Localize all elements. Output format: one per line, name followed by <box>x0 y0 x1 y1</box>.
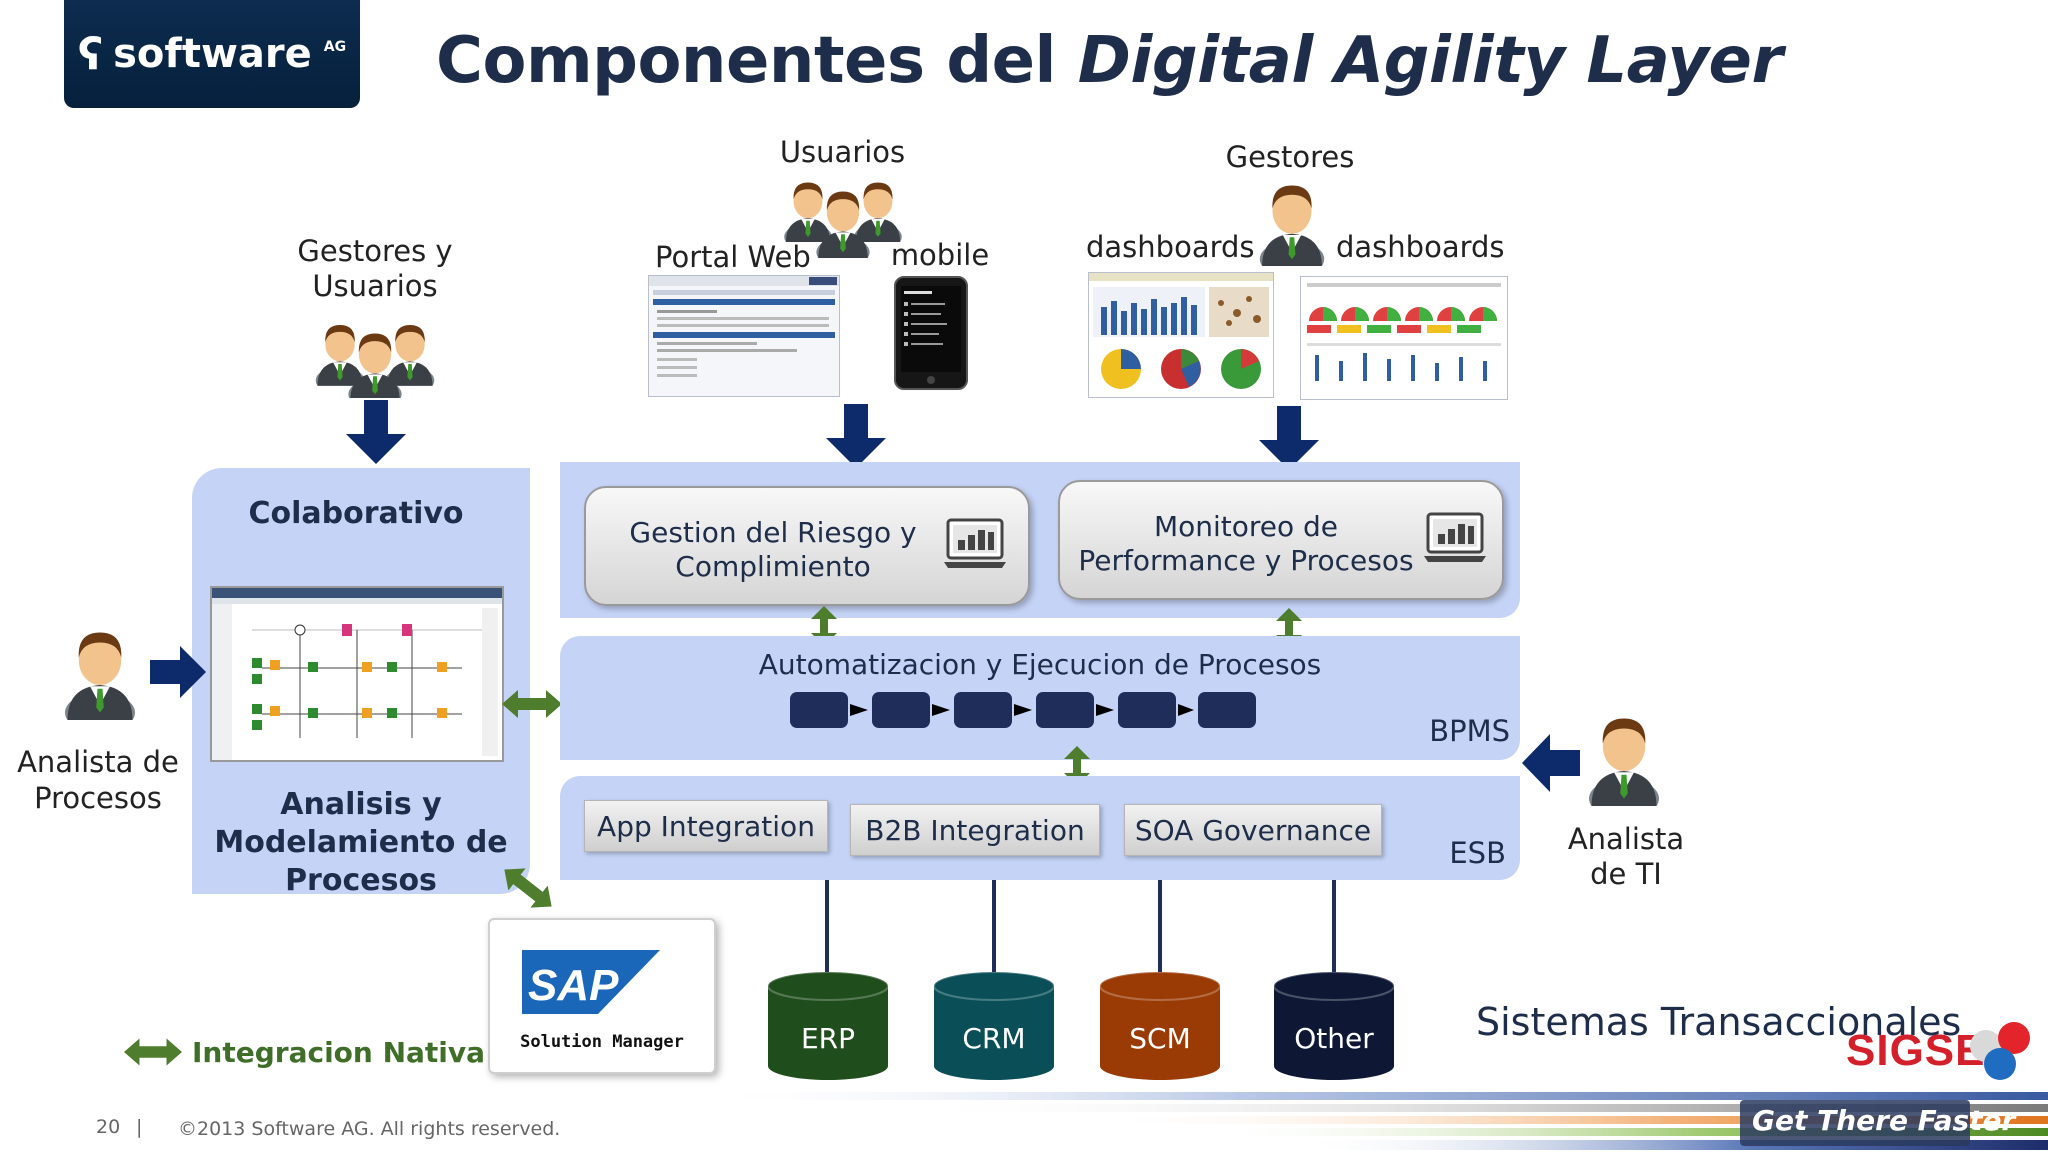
system-cylinder-scm: SCM <box>1100 972 1220 1082</box>
sap-logo-icon: SAP <box>522 950 660 1014</box>
system-connectors <box>825 880 1336 984</box>
bpms-tag: BPMS <box>1429 714 1510 748</box>
legend-label: Integracion Nativa <box>192 1036 486 1069</box>
page-title: Componentes del Digital Agility Layer <box>436 24 1783 98</box>
arrow-down-icon <box>826 404 886 468</box>
channel-dashboards-right-label: dashboards <box>1336 230 1505 264</box>
label-line: Gestion del Riesgo y <box>629 516 917 549</box>
soa-governance-box: SOA Governance <box>1124 804 1382 856</box>
system-label: ERP <box>800 1022 856 1055</box>
sigse-logo-icon <box>1970 1022 2030 1080</box>
bpms-title: Automatizacion y Ejecucion de Procesos <box>758 648 1322 681</box>
gestion-riesgo-card: Gestion del Riesgo y Complimiento <box>584 486 1030 606</box>
user-group-icon <box>315 325 435 398</box>
actor-usuarios-label: Usuarios <box>779 135 906 169</box>
b2b-integration-box: B2B Integration <box>850 804 1100 856</box>
manager-icon <box>1252 174 1332 266</box>
footer-separator: | <box>136 1116 143 1138</box>
native-integration-arrow-icon <box>502 690 562 718</box>
system-label: Other <box>1294 1022 1374 1055</box>
channel-portal-web-label: Portal Web <box>655 240 811 274</box>
sap-product-label: Solution Manager <box>520 1032 684 1052</box>
label-line: Performance y Procesos <box>1078 544 1414 577</box>
arrow-right-icon <box>150 646 206 698</box>
label-line: Procesos <box>34 781 162 815</box>
channel-mobile-label: mobile <box>890 238 990 272</box>
logo-text: software <box>113 31 312 77</box>
title-italic: Digital Agility Layer <box>1077 24 1783 98</box>
svg-text:SAP: SAP <box>528 961 619 1010</box>
actor-gestores-usuarios-label: Gestores y Usuarios <box>290 234 460 304</box>
arrow-down-icon <box>1259 406 1319 470</box>
process-flow <box>790 692 1256 728</box>
logo-ag: AG <box>323 39 347 55</box>
monitor-chart-icon <box>1424 512 1486 564</box>
system-cylinder-other: Other <box>1274 972 1394 1082</box>
actor-gestores-label: Gestores <box>1225 140 1355 174</box>
label-line: Complimiento <box>675 550 871 583</box>
process-model-screenshot <box>210 586 504 762</box>
arrow-left-icon <box>1522 734 1580 792</box>
label-line: Procesos <box>285 863 437 898</box>
label-line: Gestores y <box>297 234 453 268</box>
system-label: SCM <box>1129 1022 1191 1055</box>
app-integration-box: App Integration <box>584 800 828 852</box>
sigse-logo-text: SIGSE <box>1846 1026 1986 1075</box>
system-cylinder-erp: ERP <box>768 972 888 1082</box>
process-analyst-icon <box>62 620 138 720</box>
arrow-down-icon <box>346 400 406 464</box>
analysis-modeling-label: Analisis y Modelamiento de Procesos <box>200 786 522 900</box>
logo-mark-icon: ʕ <box>77 28 104 80</box>
sistemas-transaccionales-label: Sistemas Transaccionales <box>1476 1000 1962 1044</box>
tagline-bg <box>1740 1100 1970 1146</box>
copyright-text: ©2013 Software AG. All rights reserved. <box>178 1118 561 1140</box>
actor-analista-ti-label: Analista de TI <box>1556 822 1696 892</box>
system-label: CRM <box>962 1022 1026 1055</box>
dashboard-left-screenshot <box>1088 272 1274 398</box>
channel-dashboards-left-label: dashboards <box>1086 230 1255 264</box>
mobile-phone-icon <box>894 276 968 390</box>
monitoreo-card: Monitoreo de Performance y Procesos <box>1058 480 1504 600</box>
it-analyst-icon <box>1584 706 1664 806</box>
gestion-riesgo-label: Gestion del Riesgo y Complimiento <box>598 516 948 584</box>
decorative-stripes <box>700 1092 2048 1150</box>
label-line: Usuarios <box>312 269 438 303</box>
dashboard-right-screenshot <box>1300 276 1508 400</box>
esb-tag: ESB <box>1449 836 1506 870</box>
label-line: Analista <box>1567 822 1685 856</box>
label-line: Monitoreo de <box>1153 510 1339 543</box>
sap-solution-manager-box: SAP Solution Manager <box>488 918 716 1074</box>
title-main: Componentes del <box>436 24 1078 98</box>
label-line: Analisis y <box>280 787 442 822</box>
software-ag-logo: ʕ software AG <box>64 0 360 108</box>
tagline: Get There Faster <box>1752 1104 2016 1137</box>
label-line: de TI <box>1590 857 1662 891</box>
system-cylinder-crm: CRM <box>934 972 1054 1082</box>
monitor-chart-icon <box>944 518 1006 570</box>
legend-arrow-icon <box>124 1038 182 1066</box>
label-line: Modelamiento de <box>214 825 508 860</box>
label-line: Analista de <box>17 745 179 779</box>
monitoreo-label: Monitoreo de Performance y Procesos <box>1066 510 1426 578</box>
portal-web-screenshot <box>648 275 840 397</box>
colaborativo-title: Colaborativo <box>248 496 464 531</box>
page-number: 20 <box>96 1116 121 1138</box>
actor-analista-procesos-label: Analista de Procesos <box>8 744 188 816</box>
